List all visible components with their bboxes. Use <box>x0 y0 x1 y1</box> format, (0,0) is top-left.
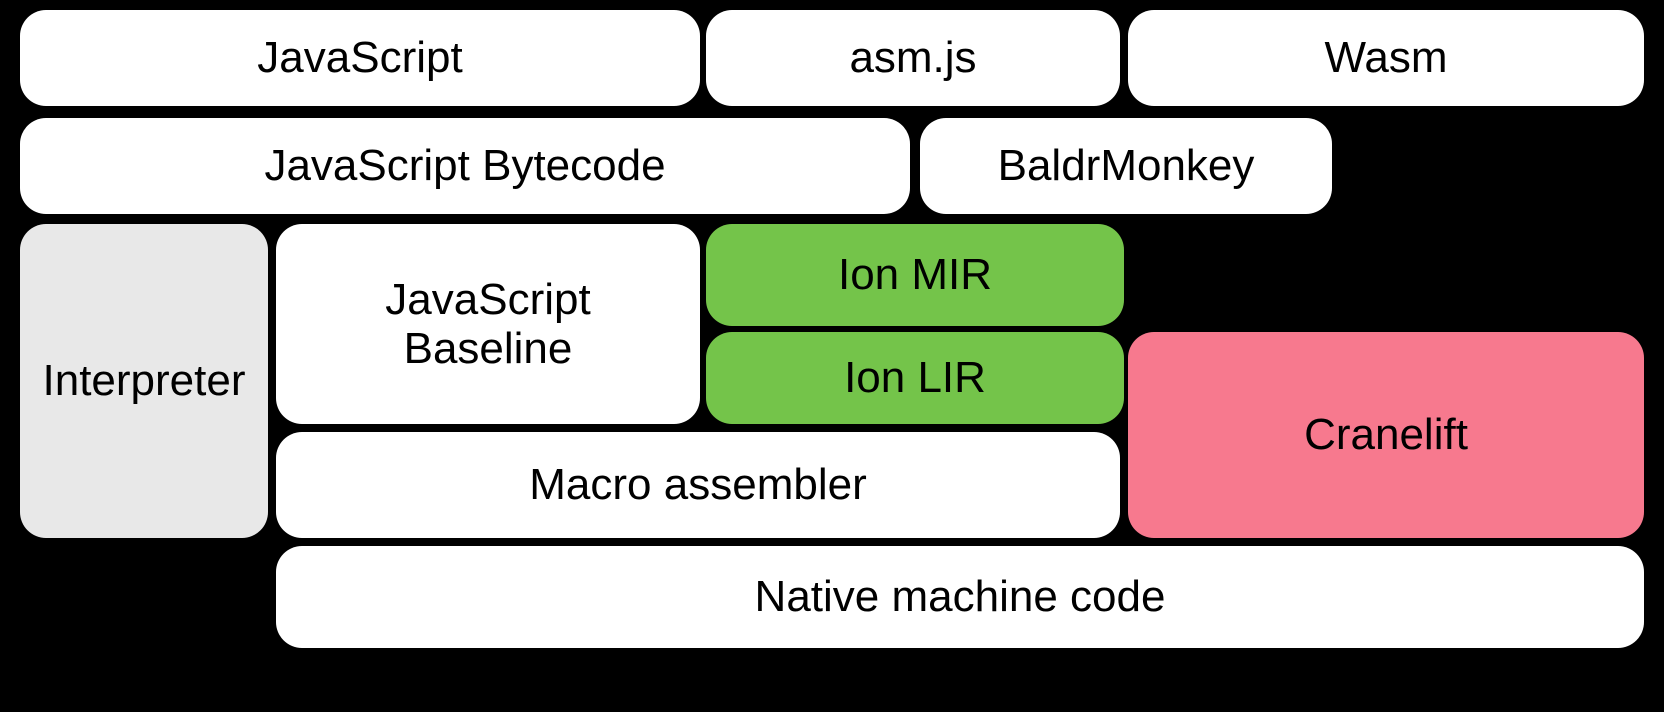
node-javascript-baseline: JavaScript Baseline <box>276 224 700 424</box>
node-label: JavaScript Bytecode <box>264 141 666 191</box>
node-wasm: Wasm <box>1128 10 1644 106</box>
node-baldrmonkey: BaldrMonkey <box>920 118 1332 214</box>
node-asm-js: asm.js <box>706 10 1120 106</box>
node-label: Interpreter <box>42 356 246 406</box>
node-label: Ion LIR <box>844 353 986 403</box>
node-javascript: JavaScript <box>20 10 700 106</box>
node-label: Macro assembler <box>529 460 867 510</box>
node-label: Cranelift <box>1304 410 1468 460</box>
node-label: Native machine code <box>754 572 1166 622</box>
node-label: asm.js <box>849 33 977 83</box>
node-cranelift: Cranelift <box>1128 332 1644 538</box>
node-javascript-bytecode: JavaScript Bytecode <box>20 118 910 214</box>
node-label: Ion MIR <box>837 250 993 300</box>
node-label: JavaScript Baseline <box>385 274 591 373</box>
node-label: BaldrMonkey <box>997 141 1255 191</box>
node-macro-assembler: Macro assembler <box>276 432 1120 538</box>
node-ion-lir: Ion LIR <box>706 332 1124 424</box>
node-label: Wasm <box>1324 33 1448 83</box>
node-ion-mir: Ion MIR <box>706 224 1124 326</box>
node-interpreter: Interpreter <box>20 224 268 538</box>
node-label: JavaScript <box>257 33 463 83</box>
node-native-machine-code: Native machine code <box>276 546 1644 648</box>
